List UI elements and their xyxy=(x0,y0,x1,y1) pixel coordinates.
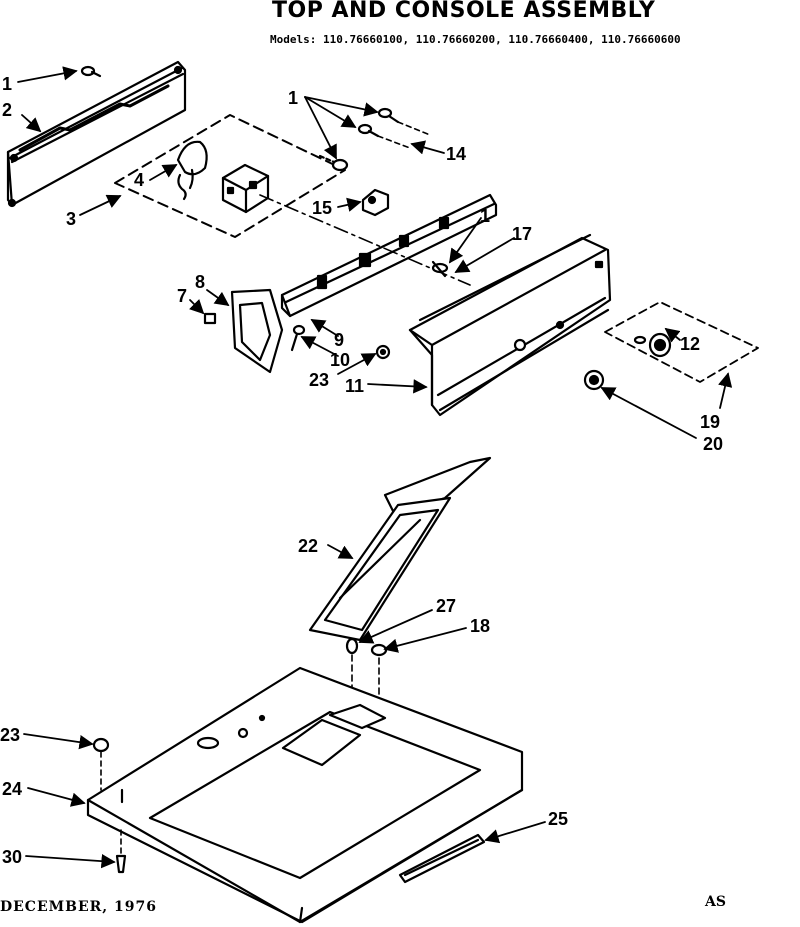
callout-7: 7 xyxy=(177,286,187,306)
callout-1: 1 xyxy=(288,88,298,108)
callout-10: 10 xyxy=(330,350,350,370)
clip-part-15 xyxy=(361,188,390,217)
callout-19: 19 xyxy=(700,412,720,432)
model-numbers: Models: 110.76660100, 110.76660200, 110.… xyxy=(270,33,681,46)
callout-30: 30 xyxy=(2,847,22,867)
callout-12: 12 xyxy=(680,334,700,354)
callout-1: 1 xyxy=(2,74,12,94)
top-panel-part-24 xyxy=(86,666,524,924)
clip-part-7 xyxy=(203,312,217,325)
lint-screen-part-22 xyxy=(308,456,492,642)
callout-3: 3 xyxy=(66,209,76,229)
nut-part-23 xyxy=(375,344,391,360)
callout-25: 25 xyxy=(548,809,568,829)
trim-strip-part-25 xyxy=(398,833,486,884)
dashed-outline-part-19 xyxy=(604,301,759,383)
part-14-dashed-lines xyxy=(377,121,431,149)
console-housing-part-11 xyxy=(408,233,612,417)
leader-arrows xyxy=(17,66,733,869)
screw-part-1 xyxy=(80,65,102,78)
dashed-outline-part-3 xyxy=(114,114,346,238)
nut-part-23-lower xyxy=(92,737,110,791)
callout-24: 24 xyxy=(2,779,22,799)
callout-15: 15 xyxy=(312,198,332,218)
timer-block xyxy=(221,163,270,214)
callout-2: 2 xyxy=(2,100,12,120)
callout-11: 11 xyxy=(345,376,364,396)
callout-27: 27 xyxy=(436,596,456,616)
knob-part-12 xyxy=(633,332,672,358)
callout-9: 9 xyxy=(334,330,344,350)
console-rail xyxy=(280,193,498,318)
callout-4: 4 xyxy=(134,170,144,190)
callout-18: 18 xyxy=(470,616,490,636)
screw-part-1-lower xyxy=(431,260,449,278)
page-code: AS xyxy=(705,894,726,910)
callout-17: 17 xyxy=(512,224,532,244)
callout-23: 23 xyxy=(0,725,20,745)
callout-20: 20 xyxy=(703,434,723,454)
revision-date: DECEMBER, 1976 xyxy=(0,899,157,915)
callout-23: 23 xyxy=(309,370,329,390)
callout-1: 1 xyxy=(480,206,490,226)
console-back-panel xyxy=(6,60,187,208)
end-cap-part-8 xyxy=(230,288,284,374)
screw-part-30 xyxy=(115,829,127,874)
callout-8: 8 xyxy=(195,272,205,292)
wire-harness-part-4 xyxy=(176,140,208,201)
callout-22: 22 xyxy=(298,536,318,556)
knob-part-20 xyxy=(583,369,605,391)
screw-part-10 xyxy=(290,324,306,352)
callout-labels: 1 2 3 4 1 14 15 1 17 8 7 9 10 23 11 12 1… xyxy=(0,74,723,867)
callout-14: 14 xyxy=(446,144,466,164)
diagram-title: TOP AND CONSOLE ASSEMBLY xyxy=(272,0,656,23)
